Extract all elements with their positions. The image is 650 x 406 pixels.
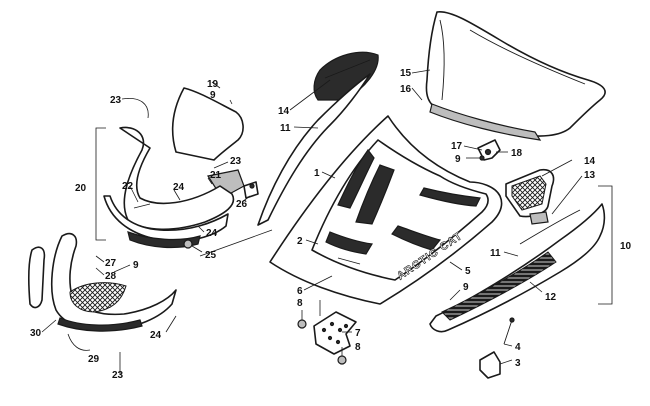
windshield bbox=[425, 11, 606, 141]
callout-9-d: 9 bbox=[133, 260, 139, 271]
callout-labels: 1 2 3 4 5 6 7 8 8 9 9 9 9 10 11 11 12 13… bbox=[30, 68, 632, 381]
callout-25: 25 bbox=[205, 250, 217, 261]
callout-23-c: 23 bbox=[112, 370, 124, 381]
callout-24-c: 24 bbox=[150, 330, 162, 341]
windshield-bracket bbox=[477, 139, 501, 161]
callout-8-a: 8 bbox=[297, 298, 303, 309]
callout-9-b: 9 bbox=[455, 154, 461, 165]
callout-5: 5 bbox=[465, 266, 471, 277]
callout-30: 30 bbox=[30, 328, 42, 339]
callout-15: 15 bbox=[400, 68, 412, 79]
callout-11-b: 11 bbox=[490, 248, 501, 259]
bumper bbox=[103, 126, 235, 249]
callout-13: 13 bbox=[584, 170, 596, 181]
callout-24-a: 24 bbox=[173, 182, 185, 193]
callout-4: 4 bbox=[515, 342, 521, 353]
callout-22: 22 bbox=[122, 181, 134, 192]
callout-9-c: 9 bbox=[210, 90, 216, 101]
callout-27: 27 bbox=[105, 258, 117, 269]
callout-20: 20 bbox=[75, 183, 87, 194]
callout-14-b: 14 bbox=[584, 156, 596, 167]
callout-21: 21 bbox=[210, 170, 222, 181]
nose-panel bbox=[171, 87, 259, 199]
callout-23-b: 23 bbox=[230, 156, 242, 167]
callout-26: 26 bbox=[236, 199, 248, 210]
callout-18: 18 bbox=[511, 148, 523, 159]
callout-19: 19 bbox=[207, 79, 219, 90]
callout-9-a: 9 bbox=[463, 282, 469, 293]
callout-7: 7 bbox=[355, 328, 361, 339]
callout-16: 16 bbox=[400, 84, 412, 95]
right-side-panel bbox=[429, 168, 606, 333]
callout-24-b: 24 bbox=[206, 228, 218, 239]
upper-trim bbox=[257, 51, 379, 226]
callout-17: 17 bbox=[451, 141, 463, 152]
callout-8-b: 8 bbox=[355, 342, 361, 353]
callout-1: 1 bbox=[314, 168, 320, 179]
callout-28: 28 bbox=[105, 271, 117, 282]
callout-3: 3 bbox=[515, 358, 521, 369]
leader-lines bbox=[41, 69, 613, 374]
callout-12: 12 bbox=[545, 292, 557, 303]
callout-11-a: 11 bbox=[280, 123, 291, 134]
skid-plate bbox=[297, 311, 357, 365]
callout-29: 29 bbox=[88, 354, 100, 365]
callout-2: 2 bbox=[297, 236, 303, 247]
callout-6: 6 bbox=[297, 286, 303, 297]
callout-23-a: 23 bbox=[110, 95, 122, 106]
lower-nose bbox=[27, 232, 177, 332]
callout-14-a: 14 bbox=[278, 106, 290, 117]
callout-10: 10 bbox=[620, 241, 632, 252]
lower-bracket bbox=[479, 317, 515, 379]
